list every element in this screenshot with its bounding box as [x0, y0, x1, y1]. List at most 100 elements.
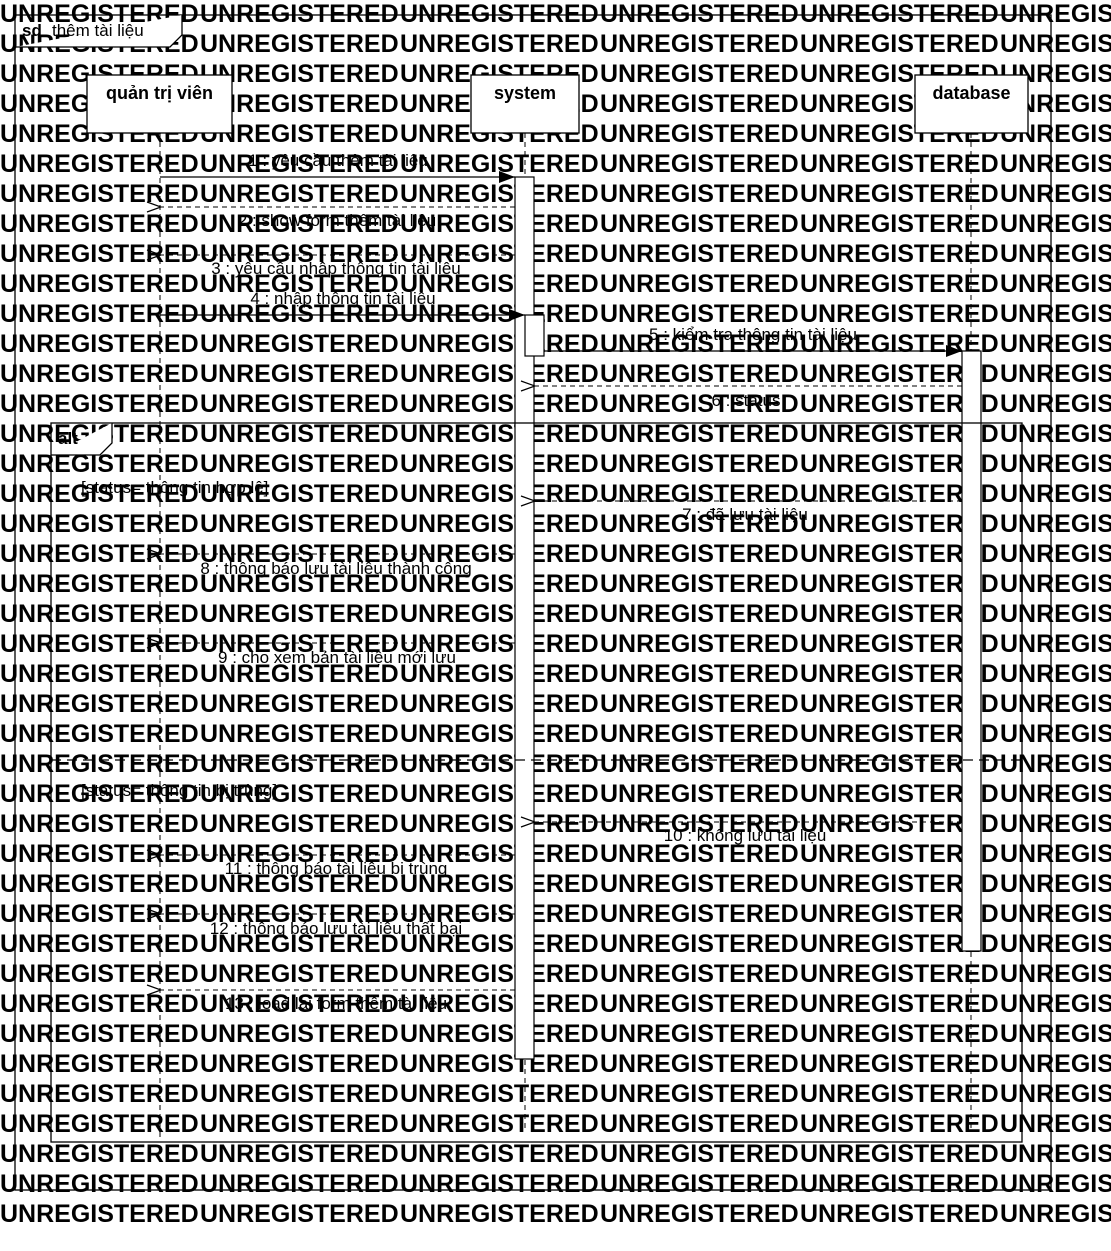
watermark-text: UNREGISTERED	[0, 300, 199, 328]
message-12[interactable]: 12 : thông báo lưu tài liệu thất bại	[161, 914, 515, 938]
watermark-text: UNREGISTERED	[800, 1110, 999, 1138]
watermark-text: UNREGISTERED	[800, 240, 999, 268]
watermark-text: UNREGISTERED	[1000, 330, 1111, 358]
lifeline-head-database[interactable]	[914, 74, 1029, 134]
watermark-text: UNREGISTERED	[400, 720, 599, 748]
watermark-text: UNREGISTERED	[400, 930, 599, 958]
watermark-text: UNREGISTERED	[200, 450, 399, 478]
watermark-text: UNREGISTERED	[600, 420, 799, 448]
alt-guard-duplicate: [status= thông tin bị trùng]	[81, 781, 277, 800]
frame-title: thêm tài liệu	[52, 21, 144, 40]
watermark-text: UNREGISTERED	[400, 240, 599, 268]
watermark-text: UNREGISTERED	[800, 30, 999, 58]
lifeline-head-admin[interactable]	[86, 74, 233, 134]
watermark-text: UNREGISTERED	[1000, 150, 1111, 178]
watermark-text: UNREGISTERED	[200, 150, 399, 178]
message-8[interactable]: 8 : thông báo lưu tài liệu thành công	[161, 554, 515, 578]
message-1[interactable]: 1 : yêu cầu thêm tài liệu	[160, 151, 515, 183]
message-2[interactable]: 2 : show form thêm tài liệu	[161, 207, 515, 230]
watermark-text: UNREGISTERED	[200, 390, 399, 418]
watermark-text: UNREGISTERED	[600, 990, 799, 1018]
message-5[interactable]: 5 : kiểm tra thông tin tài liệu	[544, 325, 962, 357]
message-2-label: 2 : show form thêm tài liệu	[238, 211, 436, 230]
watermark-text: UNREGISTERED	[1000, 1200, 1111, 1228]
watermark-text: UNREGISTERED	[600, 600, 799, 628]
watermark-text: UNREGISTERED	[200, 1170, 399, 1198]
watermark-text: UNREGISTERED	[0, 1020, 199, 1048]
watermark-text: UNREGISTERED	[600, 1140, 799, 1168]
watermark-text: UNREGISTERED	[200, 420, 399, 448]
watermark-text: UNREGISTERED	[200, 570, 399, 598]
watermark-text: UNREGISTERED	[400, 780, 599, 808]
watermark-text: UNREGISTERED	[200, 750, 399, 778]
watermark-text: UNREGISTERED	[600, 210, 799, 238]
watermark-text: UNREGISTERED	[1000, 1050, 1111, 1078]
message-11[interactable]: 11 : thông báo tài liệu bị trùng	[161, 855, 515, 878]
watermark-text: UNREGISTERED	[0, 720, 199, 748]
watermark-text: UNREGISTERED	[1000, 780, 1111, 808]
watermark-text: UNREGISTERED	[200, 330, 399, 358]
messages: 1 : yêu cầu thêm tài liệu 2 : show form …	[160, 151, 962, 1013]
watermark-text: UNREGISTERED	[600, 930, 799, 958]
lifeline-admin[interactable]: quản trị viên	[86, 74, 233, 1140]
activation-bar-system	[514, 176, 535, 1060]
watermark-text: UNREGISTERED	[400, 870, 599, 898]
watermark-text: UNREGISTERED	[0, 810, 199, 838]
message-9[interactable]: 9 : cho xem bản tài liệu mới lưu	[161, 643, 515, 667]
watermark-text: UNREGISTERED	[600, 480, 799, 508]
watermark-text: UNREGISTERED	[600, 900, 799, 928]
watermark-text: UNREGISTERED	[600, 780, 799, 808]
watermark-text: UNREGISTERED	[1000, 600, 1111, 628]
watermark-text: UNREGISTERED	[200, 210, 399, 238]
watermark-text: UNREGISTERED	[200, 690, 399, 718]
message-9-label: 9 : cho xem bản tài liệu mới lưu	[218, 648, 456, 667]
watermark-text: UNREGISTERED	[200, 360, 399, 388]
message-13[interactable]: 13 : load lại form thêm tài liệu	[161, 990, 515, 1013]
watermark-text: UNREGISTERED	[600, 510, 799, 538]
lifeline-head-system[interactable]	[470, 74, 580, 134]
watermark-text: UNREGISTERED	[800, 270, 999, 298]
watermark-text: UNREGISTERED	[800, 300, 999, 328]
watermark-text: UNREGISTERED	[600, 840, 799, 868]
watermark-text: UNREGISTERED	[600, 570, 799, 598]
watermark-text: UNREGISTERED	[600, 1050, 799, 1078]
watermark-text: UNREGISTERED	[800, 960, 999, 988]
message-7[interactable]: 7 : đã lưu tài liệu	[535, 501, 962, 524]
message-6[interactable]: 6 : status	[535, 386, 962, 410]
alt-guard-valid: [status= thông tin hợp lệ]	[81, 478, 268, 497]
message-3[interactable]: 3 : yêu cầu nhập thông tin tài liệu	[161, 255, 515, 278]
watermark-text: UNREGISTERED	[800, 0, 999, 28]
message-10[interactable]: 10 : không lưu tài liệu	[535, 822, 962, 845]
watermark-text: UNREGISTERED	[200, 240, 399, 268]
watermark-text: UNREGISTERED	[200, 810, 399, 838]
watermark-text: UNREGISTERED	[600, 30, 799, 58]
watermark-text: UNREGISTERED	[800, 1140, 999, 1168]
watermark-text: UNREGISTERED	[400, 1050, 599, 1078]
watermark-text: UNREGISTERED	[200, 960, 399, 988]
watermark-text: UNREGISTERED	[0, 1080, 199, 1108]
message-4[interactable]: 4 : nhập thông tin tài liệu	[160, 289, 525, 321]
watermark-text: UNREGISTERED	[400, 210, 599, 238]
lifeline-label-system: system	[494, 83, 556, 103]
watermark-text: UNREGISTERED	[400, 1110, 599, 1138]
watermark-text: UNREGISTERED	[0, 1050, 199, 1078]
watermark-text: UNREGISTERED	[600, 90, 799, 118]
watermark-text: UNREGISTERED	[200, 30, 399, 58]
watermark-text: UNREGISTERED	[0, 960, 199, 988]
watermark-text: UNREGISTERED	[800, 180, 999, 208]
watermark-text: UNREGISTERED	[200, 480, 399, 508]
watermark-text: UNREGISTERED	[0, 510, 199, 538]
watermark-text: UNREGISTERED	[200, 1200, 399, 1228]
watermark-text: UNREGISTERED	[1000, 180, 1111, 208]
watermark-text: UNREGISTERED	[200, 510, 399, 538]
watermark-text: UNREGISTERED	[600, 750, 799, 778]
watermark-text: UNREGISTERED	[0, 690, 199, 718]
sd-frame: sd thêm tài liệu	[14, 14, 1052, 1191]
watermark-text: UNREGISTERED	[600, 1200, 799, 1228]
message-8-label: 8 : thông báo lưu tài liệu thành công	[200, 559, 471, 578]
watermark-text: UNREGISTERED	[400, 690, 599, 718]
message-7-label: 7 : đã lưu tài liệu	[682, 505, 808, 524]
watermark-text: UNREGISTERED	[200, 870, 399, 898]
watermark-text: UNREGISTERED	[400, 960, 599, 988]
